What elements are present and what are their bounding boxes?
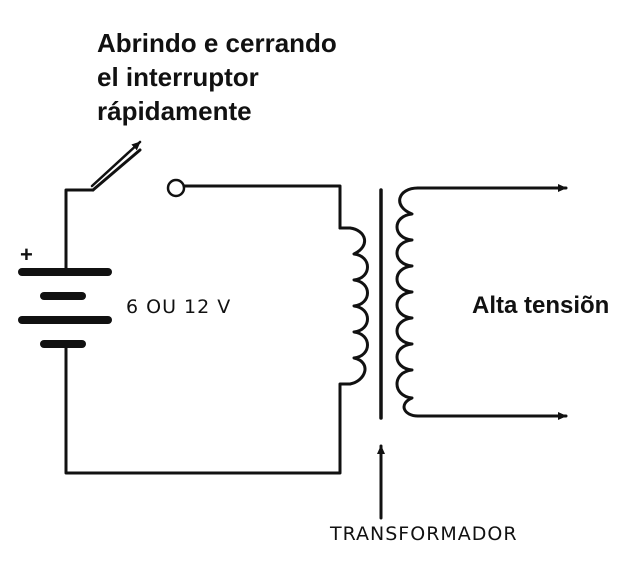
wire-primary-to-battery	[64, 341, 352, 475]
caption-line-3: rápidamente	[97, 96, 252, 126]
switch-contact	[166, 178, 186, 198]
battery-voltage-label: 6 OU 12 V	[126, 296, 232, 318]
secondary-coil	[395, 186, 420, 418]
battery-symbol	[18, 268, 112, 348]
caption-line-2: el interruptor	[97, 62, 259, 92]
transformer-label: TRANSFORMADOR	[330, 523, 518, 545]
high-voltage-label: Alta tensiõn	[472, 292, 610, 319]
wire-switch-to-primary	[182, 184, 342, 230]
battery-positive-label: +	[20, 242, 33, 267]
primary-coil	[348, 226, 369, 386]
switch-pointer-arrow	[90, 140, 142, 188]
wire-battery-to-switch	[48, 188, 95, 274]
switch-blade	[91, 148, 142, 192]
caption-line-1: Abrindo e cerrando	[97, 28, 337, 58]
instruction-caption: Abrindo e cerrando el interruptor rápida…	[97, 26, 337, 128]
